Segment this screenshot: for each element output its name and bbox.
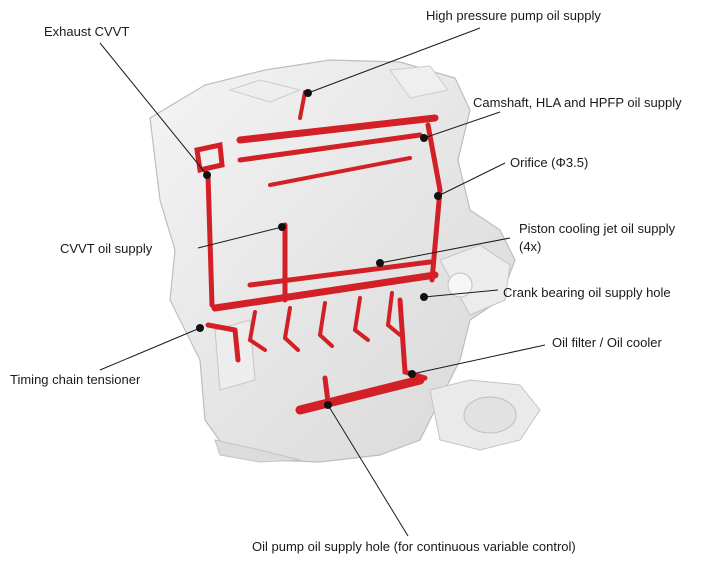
label-camshaft-hla-hpfp: Camshaft, HLA and HPFP oil supply	[473, 95, 682, 110]
label-cvvt-oil-supply: CVVT oil supply	[60, 241, 153, 256]
pump-riser	[322, 375, 331, 405]
camshaft-gallery	[236, 114, 439, 144]
label-piston-cooling-jet: Piston cooling jet oil supply	[519, 221, 676, 236]
piston-jet-gallery	[247, 259, 433, 288]
exhaust-cvvt-unit	[194, 141, 225, 174]
oil-galleries	[194, 90, 443, 415]
crank-supply-2	[282, 306, 300, 352]
hp-pump-riser	[298, 90, 307, 120]
crank-supply-1	[247, 310, 267, 352]
oil-pump-gallery	[295, 375, 425, 415]
crank-supply-5	[385, 291, 402, 337]
cam-gallery-lower	[237, 132, 423, 163]
label-oil-filter-cooler: Oil filter / Oil cooler	[552, 335, 662, 350]
label-crank-bearing: Crank bearing oil supply hole	[503, 285, 671, 300]
left-riser	[205, 172, 215, 308]
label-piston-cooling-jet-count: (4x)	[519, 239, 542, 254]
crank-supply-3	[317, 301, 334, 348]
label-oil-pump-supply-hole: Oil pump oil supply hole (for continuous…	[252, 539, 576, 554]
label-orifice: Orifice (Φ3.5)	[510, 155, 589, 170]
crank-supply-4	[352, 296, 370, 342]
callout-leaders	[99, 27, 546, 537]
tensioner-feed	[205, 322, 238, 333]
label-exhaust-cvvt: Exhaust CVVT	[44, 24, 130, 39]
label-timing-chain-tensioner: Timing chain tensioner	[10, 372, 141, 387]
tensioner-drop	[232, 327, 241, 363]
label-hp-pump-oil-supply: High pressure pump oil supply	[426, 8, 601, 23]
main-gallery	[211, 271, 439, 312]
right-riser	[425, 122, 443, 283]
cam-gallery-rear	[268, 156, 412, 187]
